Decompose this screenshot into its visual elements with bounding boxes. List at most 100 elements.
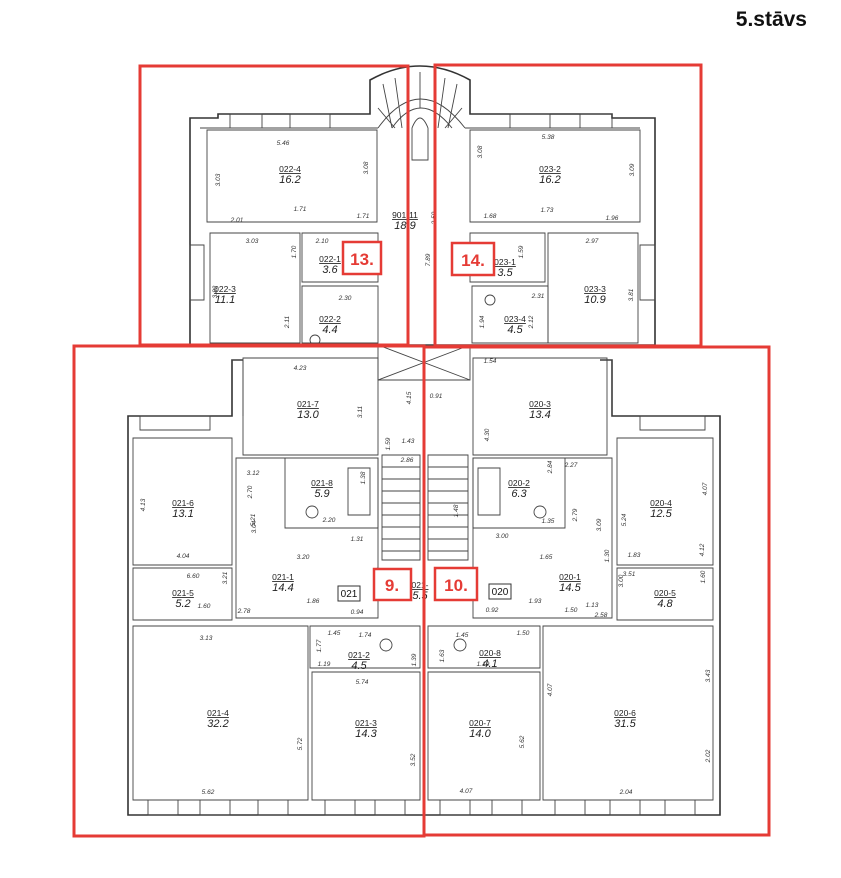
dimension-label: 5.24 [621,513,628,526]
dimension-label: 1.38 [360,471,367,484]
room-code: 021-7 [297,399,319,409]
room-023-4: 023-44.5 [504,314,526,336]
dimension-label: 2.79 [572,508,579,522]
section-marker-14[interactable]: 14. [450,241,496,277]
dimension-label: 1.94 [479,315,486,328]
dimension-label: 1.65 [540,554,553,561]
section-marker-10-text: 10. [444,576,468,595]
room-020-4: 020-412.5 [650,498,672,520]
room-area: 14.3 [355,728,377,740]
dimension-label: 4.13 [140,498,147,511]
dimension-label: 3.11 [357,406,364,419]
section-marker-14-text: 14. [461,251,485,270]
room-code: 901-11 [392,210,418,220]
dimension-label: 3.43 [705,669,712,682]
room-area: 10.9 [584,294,605,306]
room-021-1: 021-114.4 [272,572,294,594]
dimension-label: 3.09 [596,518,603,531]
room-022-1: 022-13.6 [319,254,341,276]
room-code: 020-5 [654,588,676,598]
room-labels: 022-416.2022-311.1022-13.6022-24.4901-11… [172,164,676,740]
dimension-label: 4.04 [177,553,190,560]
dimension-label: 2.31 [531,293,545,300]
dimension-label: 4.23 [294,365,307,372]
dimension-label: 1.45 [328,630,341,637]
dimension-label: 1.50 [517,630,530,637]
room-020-1: 020-114.5 [559,572,581,594]
dimension-label: 1.77 [316,639,323,652]
room-area: 16.2 [279,174,300,186]
dimension-label: 0.91 [430,393,443,400]
dimension-label: 1.93 [529,598,542,605]
dimension-label: 5.62 [519,735,526,748]
section-marker-13-text: 13. [350,250,374,269]
dimension-label: 3.13 [200,635,213,642]
room-area: 3.5 [497,267,513,279]
dimension-label: 0.92 [486,607,499,614]
dimension-label: 1.74 [359,632,372,639]
room-020-8: 020-84.1 [479,648,501,670]
section-marker-9[interactable]: 9. [372,567,413,602]
dimension-label: 2.30 [338,295,352,302]
dimension-label: 5.46 [277,140,290,147]
dimension-label: 1.71 [357,213,370,220]
room-area: 32.2 [207,718,228,730]
room-021-: 021-5.5 [411,580,428,602]
section-outline-13[interactable] [138,64,410,347]
room-code: 023-2 [539,164,561,174]
room-code: 021-3 [355,718,377,728]
apartment-label-020-text: 020 [492,587,509,598]
dimension-label: 1.48 [453,504,460,517]
room-area: 11.1 [215,294,236,306]
section-marker-13[interactable]: 13. [341,240,383,276]
dimension-label: 1.59 [518,245,525,258]
dimension-label: 1.31 [351,536,364,543]
dimension-label: 3.52 [410,753,417,766]
room-code: 023-4 [504,314,526,324]
room-020-6: 020-631.5 [614,708,636,730]
dimension-label: 2.04 [619,789,633,796]
dimension-label: 2.78 [237,608,251,615]
room-021-8: 021-85.9 [311,478,333,500]
room-021-2: 021-24.5 [348,650,370,672]
dimension-label: 1.35 [542,518,555,525]
dimension-label: 2.86 [400,457,414,464]
room-code: 020-7 [469,718,491,728]
dimension-label: 2.10 [315,238,329,245]
dimension-label: 1.43 [402,438,415,445]
dimension-label: 3.21 [222,571,229,584]
dimension-label: 1.70 [291,245,298,258]
section-outline-9[interactable] [72,344,426,838]
room-code: 022-3 [214,284,236,294]
section-outline-10[interactable] [422,345,771,837]
dimension-label: 5.21 [250,513,257,526]
room-code: 021-8 [311,478,333,488]
room-022-4: 022-416.2 [279,164,301,186]
room-area: 6.3 [511,488,527,500]
section-outline-14[interactable] [433,63,703,348]
room-023-3: 023-310.9 [584,284,606,306]
room-code: 023-3 [584,284,606,294]
room-021-4: 021-432.2 [207,708,229,730]
room-code: 021-4 [207,708,229,718]
dimension-label: 5.38 [542,134,555,141]
dimension-label: 1.39 [411,653,418,666]
section-marker-10[interactable]: 10. [433,566,479,602]
dimension-label: 3.09 [629,163,636,176]
room-code: 021-2 [348,650,370,660]
room-area: 4.4 [322,324,337,336]
dimension-label: 3.08 [477,145,484,158]
room-022-3: 022-311.1 [214,284,236,306]
room-code: 021-1 [272,572,294,582]
apartment-label-020: 020 [488,583,512,600]
dimension-label: 3.03 [215,173,222,186]
room-code: 020-2 [508,478,530,488]
room-area: 13.0 [297,409,319,421]
room-021-7: 021-713.0 [297,399,319,421]
room-021-3: 021-314.3 [355,718,377,740]
dimension-label: 5.72 [297,737,304,750]
dimension-label: 2.70 [247,485,254,499]
room-code: 022-4 [279,164,301,174]
dimension-label: 3.03 [246,238,259,245]
room-area: 14.0 [469,728,491,740]
